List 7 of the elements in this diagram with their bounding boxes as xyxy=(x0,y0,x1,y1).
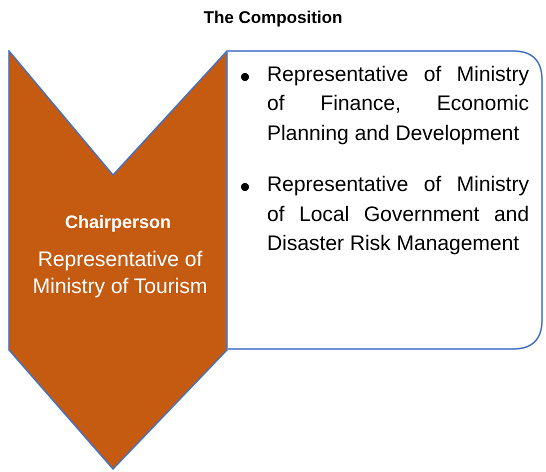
body-text: Representative of Ministry of Tourism xyxy=(32,247,208,300)
diagram-title: The Composition xyxy=(202,8,344,28)
list-item-text: Representative of Ministry of Local Government and Disaster Risk Management xyxy=(267,172,529,257)
heading-text: Chairperson xyxy=(64,212,172,233)
rounded-panel xyxy=(227,50,543,350)
list-item-text: Representative of Ministry of Finance, Economic Planning and Development xyxy=(267,62,529,147)
chevron-shape xyxy=(8,50,228,470)
